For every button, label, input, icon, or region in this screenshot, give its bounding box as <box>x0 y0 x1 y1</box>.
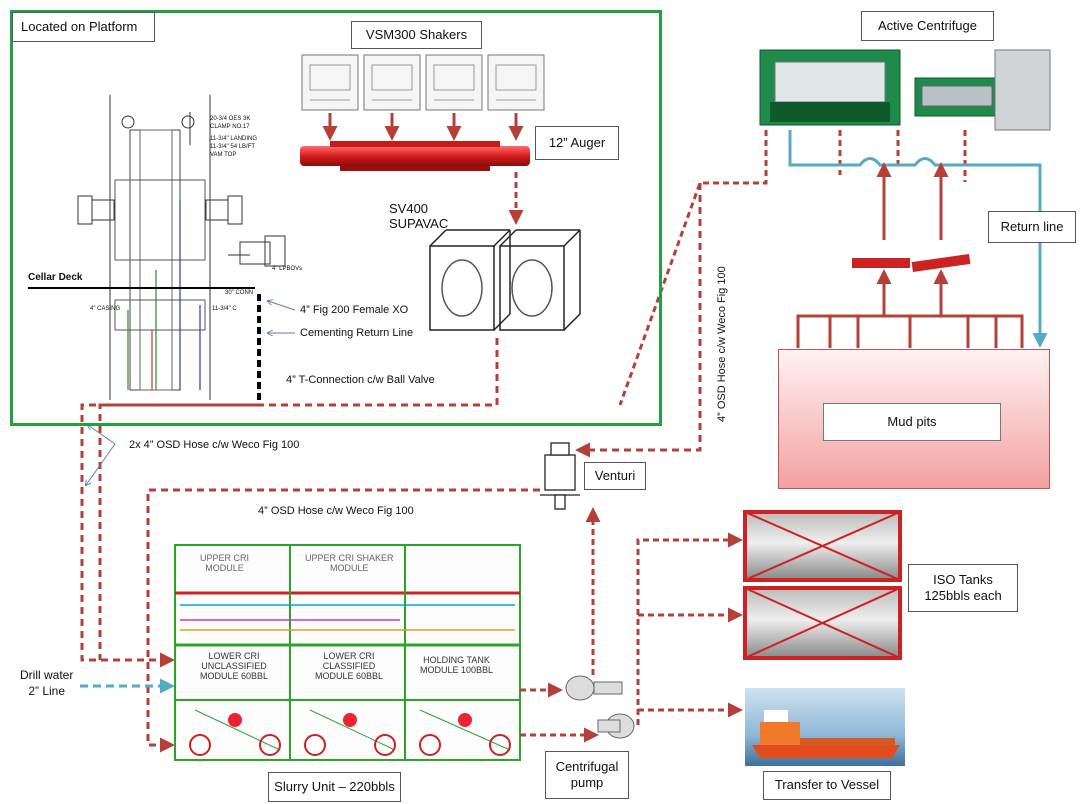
venturi-unit <box>540 443 580 509</box>
tconnection-label: 4” T-Connection c/w Ball Valve <box>286 374 435 386</box>
module-2-bottom-label: LOWER CRI CLASSIFIED MODULE 60BBL <box>315 651 383 681</box>
wellhead-note-9: 11-3/4" C <box>212 306 237 312</box>
iso-tank-2 <box>745 588 900 658</box>
platform-boundary <box>10 10 662 426</box>
centrifuge-hose-label: 4” OSD Hose c/w Weco Fig 100 <box>716 266 728 422</box>
iso-tanks-label: ISO Tanks 125bbls each <box>908 564 1018 612</box>
shakers-label: VSM300 Shakers <box>351 21 482 49</box>
wellhead-note-4: 11-3/4" 54 LB/FT <box>210 144 255 150</box>
module-1-bottom-label: LOWER CRI UNCLASSIFIED MODULE 60BBL <box>200 651 268 681</box>
wellhead-note-7: 30" CONN <box>225 290 253 296</box>
hose-2x-label: 2x 4” OSD Hose c/w Weco Fig 100 <box>129 439 299 451</box>
hose-mid-label: 4” OSD Hose c/w Weco Fig 100 <box>258 505 414 517</box>
centrifugal-pump-label: Centrifugal pump <box>545 751 629 799</box>
wellhead-note-8: 4" CASING <box>90 306 120 312</box>
centrifuge-units <box>760 50 1050 130</box>
wellhead-note-1: 20-3/4 OES 3K <box>210 116 250 122</box>
supavac-label: SV400 SUPAVAC <box>389 202 448 232</box>
iso-tank-1 <box>745 512 900 580</box>
xo-label: 4” Fig 200 Female XO <box>300 304 408 316</box>
module-1-top-label: UPPER CRI MODULE <box>200 553 249 573</box>
wellhead-note-6: 4" LPBOVs <box>272 266 302 272</box>
mud-pit-feed-lines <box>798 165 1022 348</box>
return-line-label: Return line <box>988 211 1076 243</box>
transfer-pumps <box>852 254 970 272</box>
centrifugal-pumps <box>566 676 634 738</box>
mud-pits-label: Mud pits <box>823 403 1001 441</box>
pump-to-tanks-hose <box>638 540 740 725</box>
centrifuge-title: Active Centrifuge <box>861 11 994 41</box>
wellhead-note-3: 11-3/4" LANDING <box>210 136 257 142</box>
platform-title: Located on Platform <box>12 12 155 42</box>
vessel-image <box>745 688 905 766</box>
module-3-bottom-label: HOLDING TANK MODULE 100BBL <box>420 655 493 675</box>
module-2-top-label: UPPER CRI SHAKER MODULE <box>305 553 394 573</box>
wellhead-note-2: CLAMP NO.17 <box>210 124 250 130</box>
slurry-unit-label: Slurry Unit – 220bbls <box>268 772 401 802</box>
cellar-deck-label: Cellar Deck <box>28 272 82 283</box>
drill-water-label: Drill water 2” Line <box>20 668 73 699</box>
cementing-label: Cementing Return Line <box>300 327 413 339</box>
venturi-label: Venturi <box>584 462 646 490</box>
wellhead-note-5: VAM TOP <box>210 152 236 158</box>
auger-label: 12” Auger <box>535 126 619 160</box>
transfer-vessel-label: Transfer to Vessel <box>763 771 891 800</box>
